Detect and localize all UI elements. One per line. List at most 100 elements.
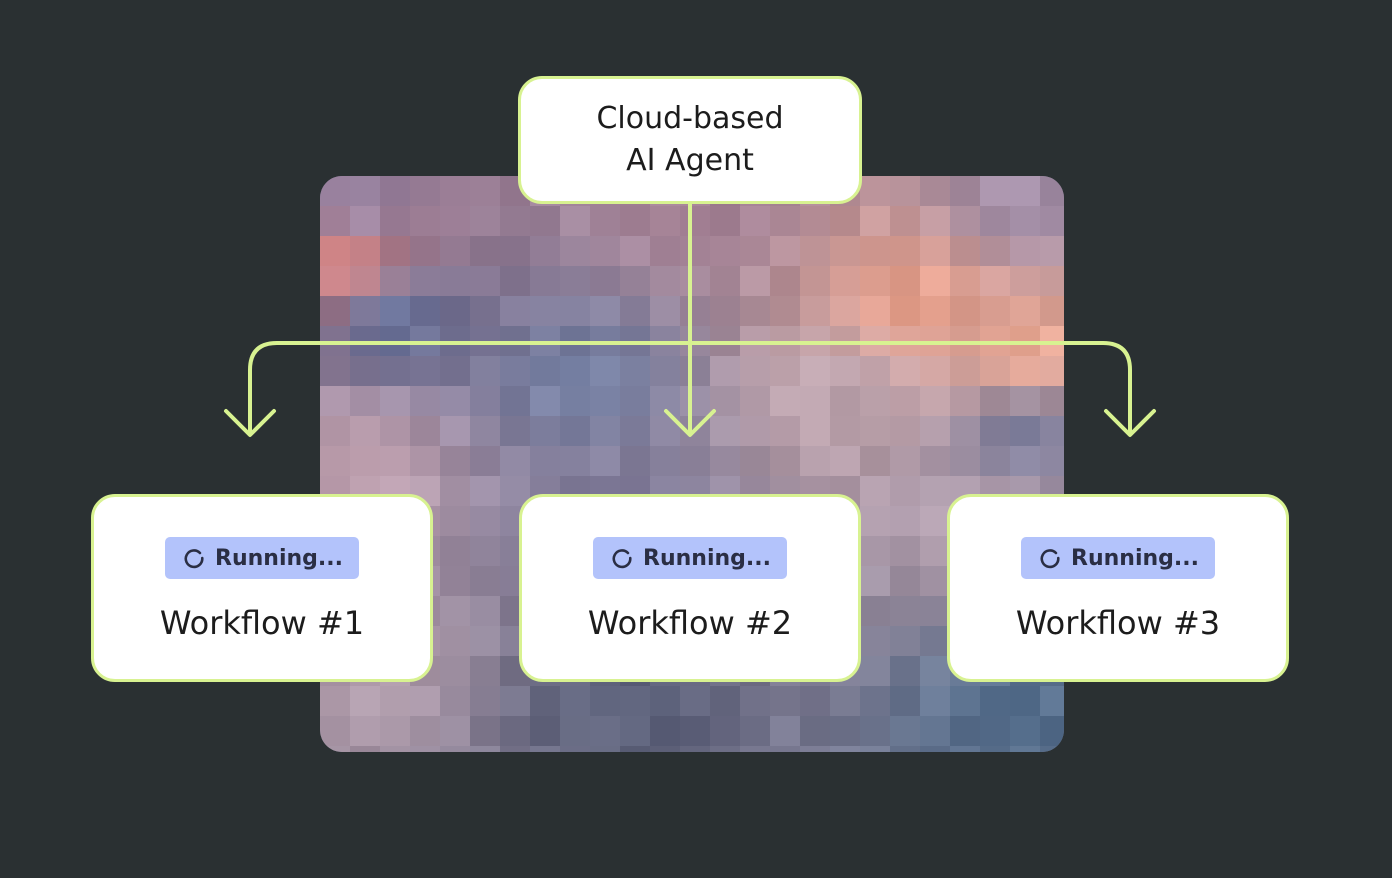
mosaic-cell: [740, 716, 770, 746]
mosaic-cell: [800, 236, 830, 266]
mosaic-cell: [740, 236, 770, 266]
mosaic-cell: [470, 716, 500, 746]
mosaic-cell: [350, 386, 380, 416]
mosaic-cell: [470, 596, 500, 626]
mosaic-cell: [710, 686, 740, 716]
arrow-head-right-icon: [1104, 409, 1156, 437]
mosaic-cell: [980, 296, 1010, 326]
mosaic-cell: [560, 746, 590, 752]
mosaic-cell: [440, 566, 470, 596]
mosaic-cell: [710, 386, 740, 416]
mosaic-cell: [920, 206, 950, 236]
mosaic-cell: [860, 266, 890, 296]
mosaic-cell: [590, 686, 620, 716]
mosaic-cell: [590, 716, 620, 746]
mosaic-cell: [980, 746, 1010, 752]
mosaic-cell: [920, 536, 950, 566]
mosaic-cell: [890, 356, 920, 386]
mosaic-cell: [980, 236, 1010, 266]
mosaic-cell: [530, 686, 560, 716]
mosaic-cell: [980, 266, 1010, 296]
mosaic-cell: [620, 296, 650, 326]
mosaic-cell: [410, 206, 440, 236]
mosaic-cell: [890, 536, 920, 566]
mosaic-cell: [650, 386, 680, 416]
mosaic-cell: [440, 596, 470, 626]
mosaic-cell: [560, 716, 590, 746]
mosaic-cell: [830, 746, 860, 752]
mosaic-cell: [950, 326, 980, 356]
mosaic-cell: [650, 716, 680, 746]
mosaic-cell: [800, 266, 830, 296]
mosaic-cell: [500, 386, 530, 416]
mosaic-cell: [380, 446, 410, 476]
mosaic-cell: [500, 296, 530, 326]
mosaic-cell: [650, 326, 680, 356]
mosaic-cell: [1010, 686, 1040, 716]
mosaic-cell: [320, 296, 350, 326]
mosaic-cell: [440, 716, 470, 746]
mosaic-cell: [800, 746, 830, 752]
mosaic-cell: [410, 716, 440, 746]
mosaic-cell: [860, 506, 890, 536]
mosaic-cell: [500, 716, 530, 746]
mosaic-cell: [680, 296, 710, 326]
mosaic-cell: [680, 446, 710, 476]
mosaic-cell: [530, 206, 560, 236]
mosaic-cell: [560, 326, 590, 356]
mosaic-cell: [440, 686, 470, 716]
mosaic-cell: [470, 206, 500, 236]
mosaic-cell: [650, 686, 680, 716]
mosaic-cell: [530, 446, 560, 476]
mosaic-cell: [620, 686, 650, 716]
mosaic-cell: [470, 536, 500, 566]
mosaic-cell: [1010, 266, 1040, 296]
mosaic-cell: [350, 356, 380, 386]
mosaic-cell: [890, 476, 920, 506]
mosaic-cell: [950, 746, 980, 752]
mosaic-cell: [740, 356, 770, 386]
mosaic-cell: [470, 176, 500, 206]
mosaic-cell: [830, 206, 860, 236]
mosaic-cell: [860, 296, 890, 326]
mosaic-cell: [950, 176, 980, 206]
mosaic-cell: [710, 446, 740, 476]
mosaic-cell: [920, 596, 950, 626]
mosaic-cell: [800, 686, 830, 716]
mosaic-cell: [470, 236, 500, 266]
mosaic-cell: [740, 446, 770, 476]
mosaic-cell: [320, 716, 350, 746]
mosaic-cell: [710, 206, 740, 236]
mosaic-cell: [650, 746, 680, 752]
mosaic-cell: [470, 476, 500, 506]
mosaic-cell: [590, 356, 620, 386]
mosaic-cell: [770, 386, 800, 416]
mosaic-cell: [1010, 296, 1040, 326]
mosaic-cell: [860, 206, 890, 236]
mosaic-cell: [320, 746, 350, 752]
status-label: Running...: [215, 545, 343, 571]
mosaic-cell: [890, 686, 920, 716]
mosaic-cell: [560, 686, 590, 716]
mosaic-cell: [560, 236, 590, 266]
mosaic-cell: [650, 206, 680, 236]
mosaic-cell: [950, 416, 980, 446]
mosaic-cell: [710, 296, 740, 326]
mosaic-cell: [440, 446, 470, 476]
mosaic-cell: [560, 446, 590, 476]
mosaic-cell: [680, 746, 710, 752]
mosaic-cell: [620, 446, 650, 476]
mosaic-cell: [470, 506, 500, 536]
mosaic-cell: [320, 356, 350, 386]
mosaic-cell: [620, 266, 650, 296]
mosaic-cell: [560, 386, 590, 416]
mosaic-cell: [560, 416, 590, 446]
mosaic-cell: [560, 356, 590, 386]
mosaic-cell: [920, 476, 950, 506]
mosaic-cell: [740, 296, 770, 326]
mosaic-cell: [500, 206, 530, 236]
mosaic-cell: [980, 716, 1010, 746]
mosaic-cell: [920, 656, 950, 686]
mosaic-cell: [890, 716, 920, 746]
mosaic-cell: [440, 416, 470, 446]
